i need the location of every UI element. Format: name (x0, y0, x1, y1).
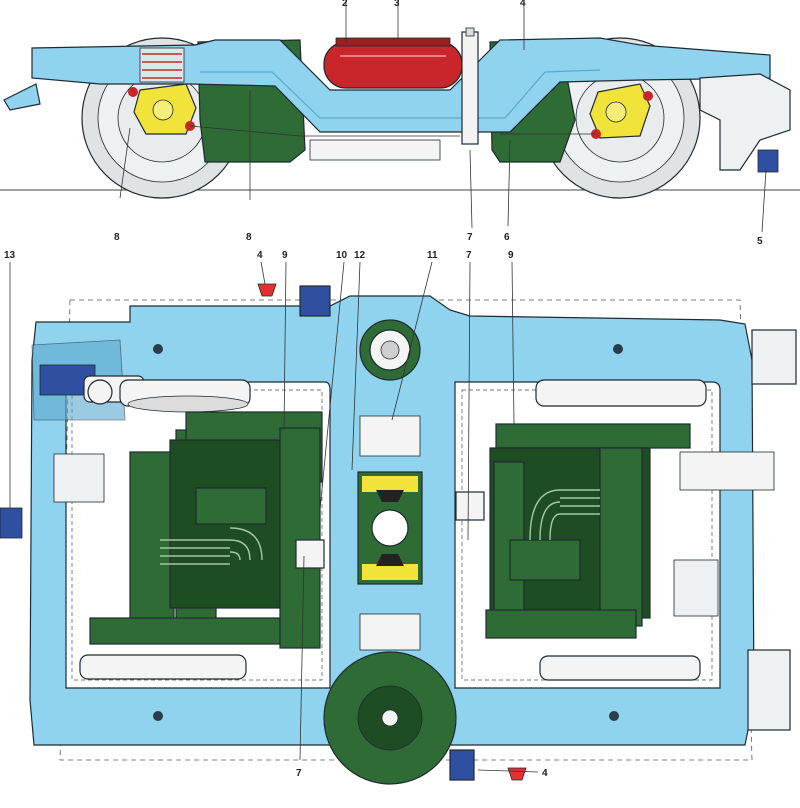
callout-7-bottom: 7 (296, 768, 302, 779)
bolt (609, 711, 619, 721)
callout-9-left: 9 (282, 250, 288, 261)
vertical-damper (461, 27, 479, 145)
bolt (153, 344, 163, 354)
red-marker-top (257, 283, 277, 297)
sensor-5 (757, 149, 779, 173)
callout-6: 6 (504, 232, 510, 243)
side-view: 2 3 4 8 8 7 6 5 (0, 0, 800, 247)
callout-4: 4 (520, 0, 526, 9)
bracket-bottom (449, 749, 475, 781)
lateral-damper-right (455, 491, 485, 521)
center-pivot (357, 471, 423, 585)
left-wheelset-top (119, 379, 251, 413)
center-box-bottom (359, 613, 421, 651)
primary-springs-left (139, 47, 185, 83)
top-gear (359, 319, 421, 381)
air-spring (323, 37, 463, 89)
callout-8-left: 8 (114, 232, 120, 243)
right-axlebox (589, 83, 653, 139)
brake-disc (323, 651, 457, 785)
bracket-top (299, 285, 331, 317)
callout-13: 13 (4, 250, 16, 261)
callout-2: 2 (342, 0, 348, 9)
side-frame-inner (200, 69, 601, 119)
right-end-equipment (699, 73, 791, 171)
end-beam-left (3, 83, 41, 111)
plan-view: 4 9 10 12 11 7 9 13 7 4 (0, 250, 797, 785)
callout-7-side: 7 (467, 232, 473, 243)
callout-10: 10 (336, 250, 348, 261)
right-traction-motor (485, 423, 691, 639)
right-wheelset-bottom (539, 655, 701, 681)
callout-11: 11 (427, 250, 438, 261)
left-traction-motor (89, 411, 323, 649)
right-linkage (673, 329, 797, 731)
left-linkage (0, 339, 145, 539)
brake-rod-left (189, 125, 460, 137)
center-box-top (359, 415, 421, 457)
callout-4-bottom: 4 (542, 768, 548, 779)
callout-12: 12 (354, 250, 366, 261)
callout-9-right: 9 (508, 250, 514, 261)
bolt (153, 711, 163, 721)
callout-4-top: 4 (257, 250, 263, 261)
callout-8-mid: 8 (246, 232, 252, 243)
bolt (613, 344, 623, 354)
callout-3: 3 (394, 0, 400, 9)
right-wheelset-top (535, 379, 707, 407)
lateral-damper-left (295, 539, 325, 569)
red-marker-bottom (507, 767, 527, 781)
left-wheelset-bottom (79, 654, 247, 680)
callout-7-top: 7 (466, 250, 472, 261)
underframe-box (309, 139, 441, 161)
left-axlebox (128, 83, 197, 135)
callout-5: 5 (757, 236, 763, 247)
side-frame (31, 37, 771, 133)
